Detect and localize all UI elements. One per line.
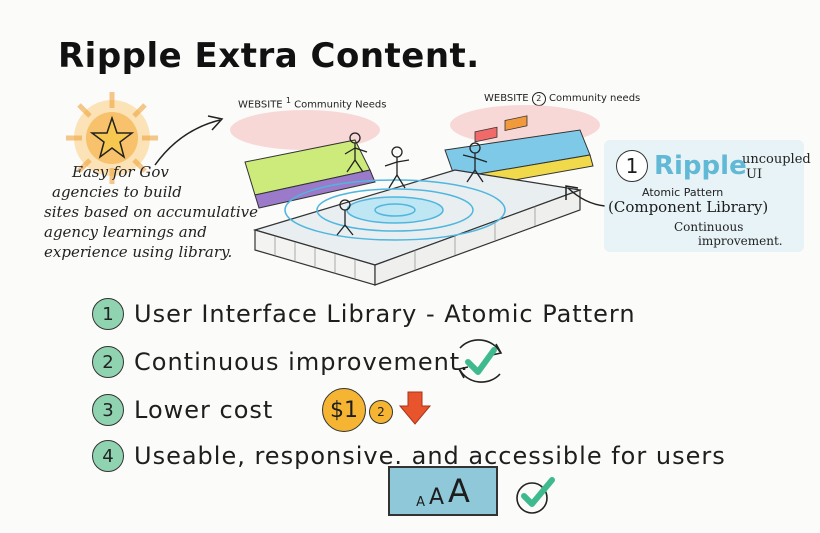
- small-coin-icon: 2: [369, 400, 393, 424]
- website-number: 1: [285, 96, 291, 105]
- down-arrow-icon: [398, 391, 432, 425]
- arrow-icon: [565, 185, 606, 207]
- list-number: 4: [92, 440, 124, 472]
- side-note-line: uncoupled: [742, 152, 811, 167]
- check-icon: [516, 477, 555, 514]
- sample-letter-small: A: [416, 495, 425, 510]
- side-note-line: UI: [746, 167, 763, 182]
- ripple-line-1: Atomic Pattern: [642, 186, 724, 199]
- intro-line: sites based on accumulative: [44, 203, 259, 221]
- ripple-name: Ripple: [654, 151, 747, 181]
- page-title: Ripple Extra Content.: [58, 36, 480, 76]
- ripple-number: 1: [616, 150, 648, 182]
- website-name: Community Needs: [294, 99, 387, 111]
- website-name: Community needs: [549, 93, 641, 104]
- list-item: 1 User Interface Library - Atomic Patter…: [92, 298, 636, 330]
- list-number: 1: [92, 298, 124, 330]
- intro-line: experience using library.: [44, 243, 233, 261]
- list-number: 2: [92, 346, 124, 378]
- list-text: Lower cost: [134, 396, 274, 424]
- website-prefix: WEBSITE: [484, 93, 529, 104]
- ripple-callout: 1 Ripple uncoupled UI Atomic Pattern (Co…: [604, 140, 814, 272]
- star-icon: [66, 92, 158, 184]
- sample-letter-medium: A: [428, 485, 445, 510]
- list-item: 4 Useable, responsive. and accessible fo…: [92, 440, 726, 472]
- intro-line: agencies to build: [52, 183, 182, 201]
- list-text: User Interface Library - Atomic Pattern: [134, 300, 636, 328]
- list-item: 3 Lower cost: [92, 394, 273, 426]
- intro-note: Easy for Gov agencies to build sites bas…: [44, 162, 274, 262]
- refresh-check-icon: [457, 339, 503, 383]
- ripple-side-note: uncoupled UI: [742, 152, 811, 182]
- intro-line: Easy for Gov: [72, 163, 169, 181]
- ripple-line-3: Continuous: [674, 220, 744, 234]
- arrow-icon: [154, 115, 224, 166]
- platform-illustration: [230, 105, 600, 286]
- intro-line: agency learnings and: [44, 223, 207, 241]
- list-number: 3: [92, 394, 124, 426]
- ripple-heading: 1 Ripple: [616, 150, 747, 182]
- website-1-label: WEBSITE 1 Community Needs: [238, 96, 387, 110]
- website-prefix: WEBSITE: [238, 99, 283, 111]
- ripple-line-2: (Component Library): [608, 198, 769, 216]
- list-item: 2 Continuous improvement.: [92, 346, 469, 378]
- list-text: Useable, responsive. and accessible for …: [134, 442, 726, 470]
- sample-letter-large: A: [448, 472, 470, 510]
- list-text: Continuous improvement.: [134, 348, 469, 376]
- coin-icon: $1: [322, 388, 366, 432]
- font-size-sample: A A A: [388, 466, 498, 516]
- ripple-line-4: improvement.: [698, 234, 783, 248]
